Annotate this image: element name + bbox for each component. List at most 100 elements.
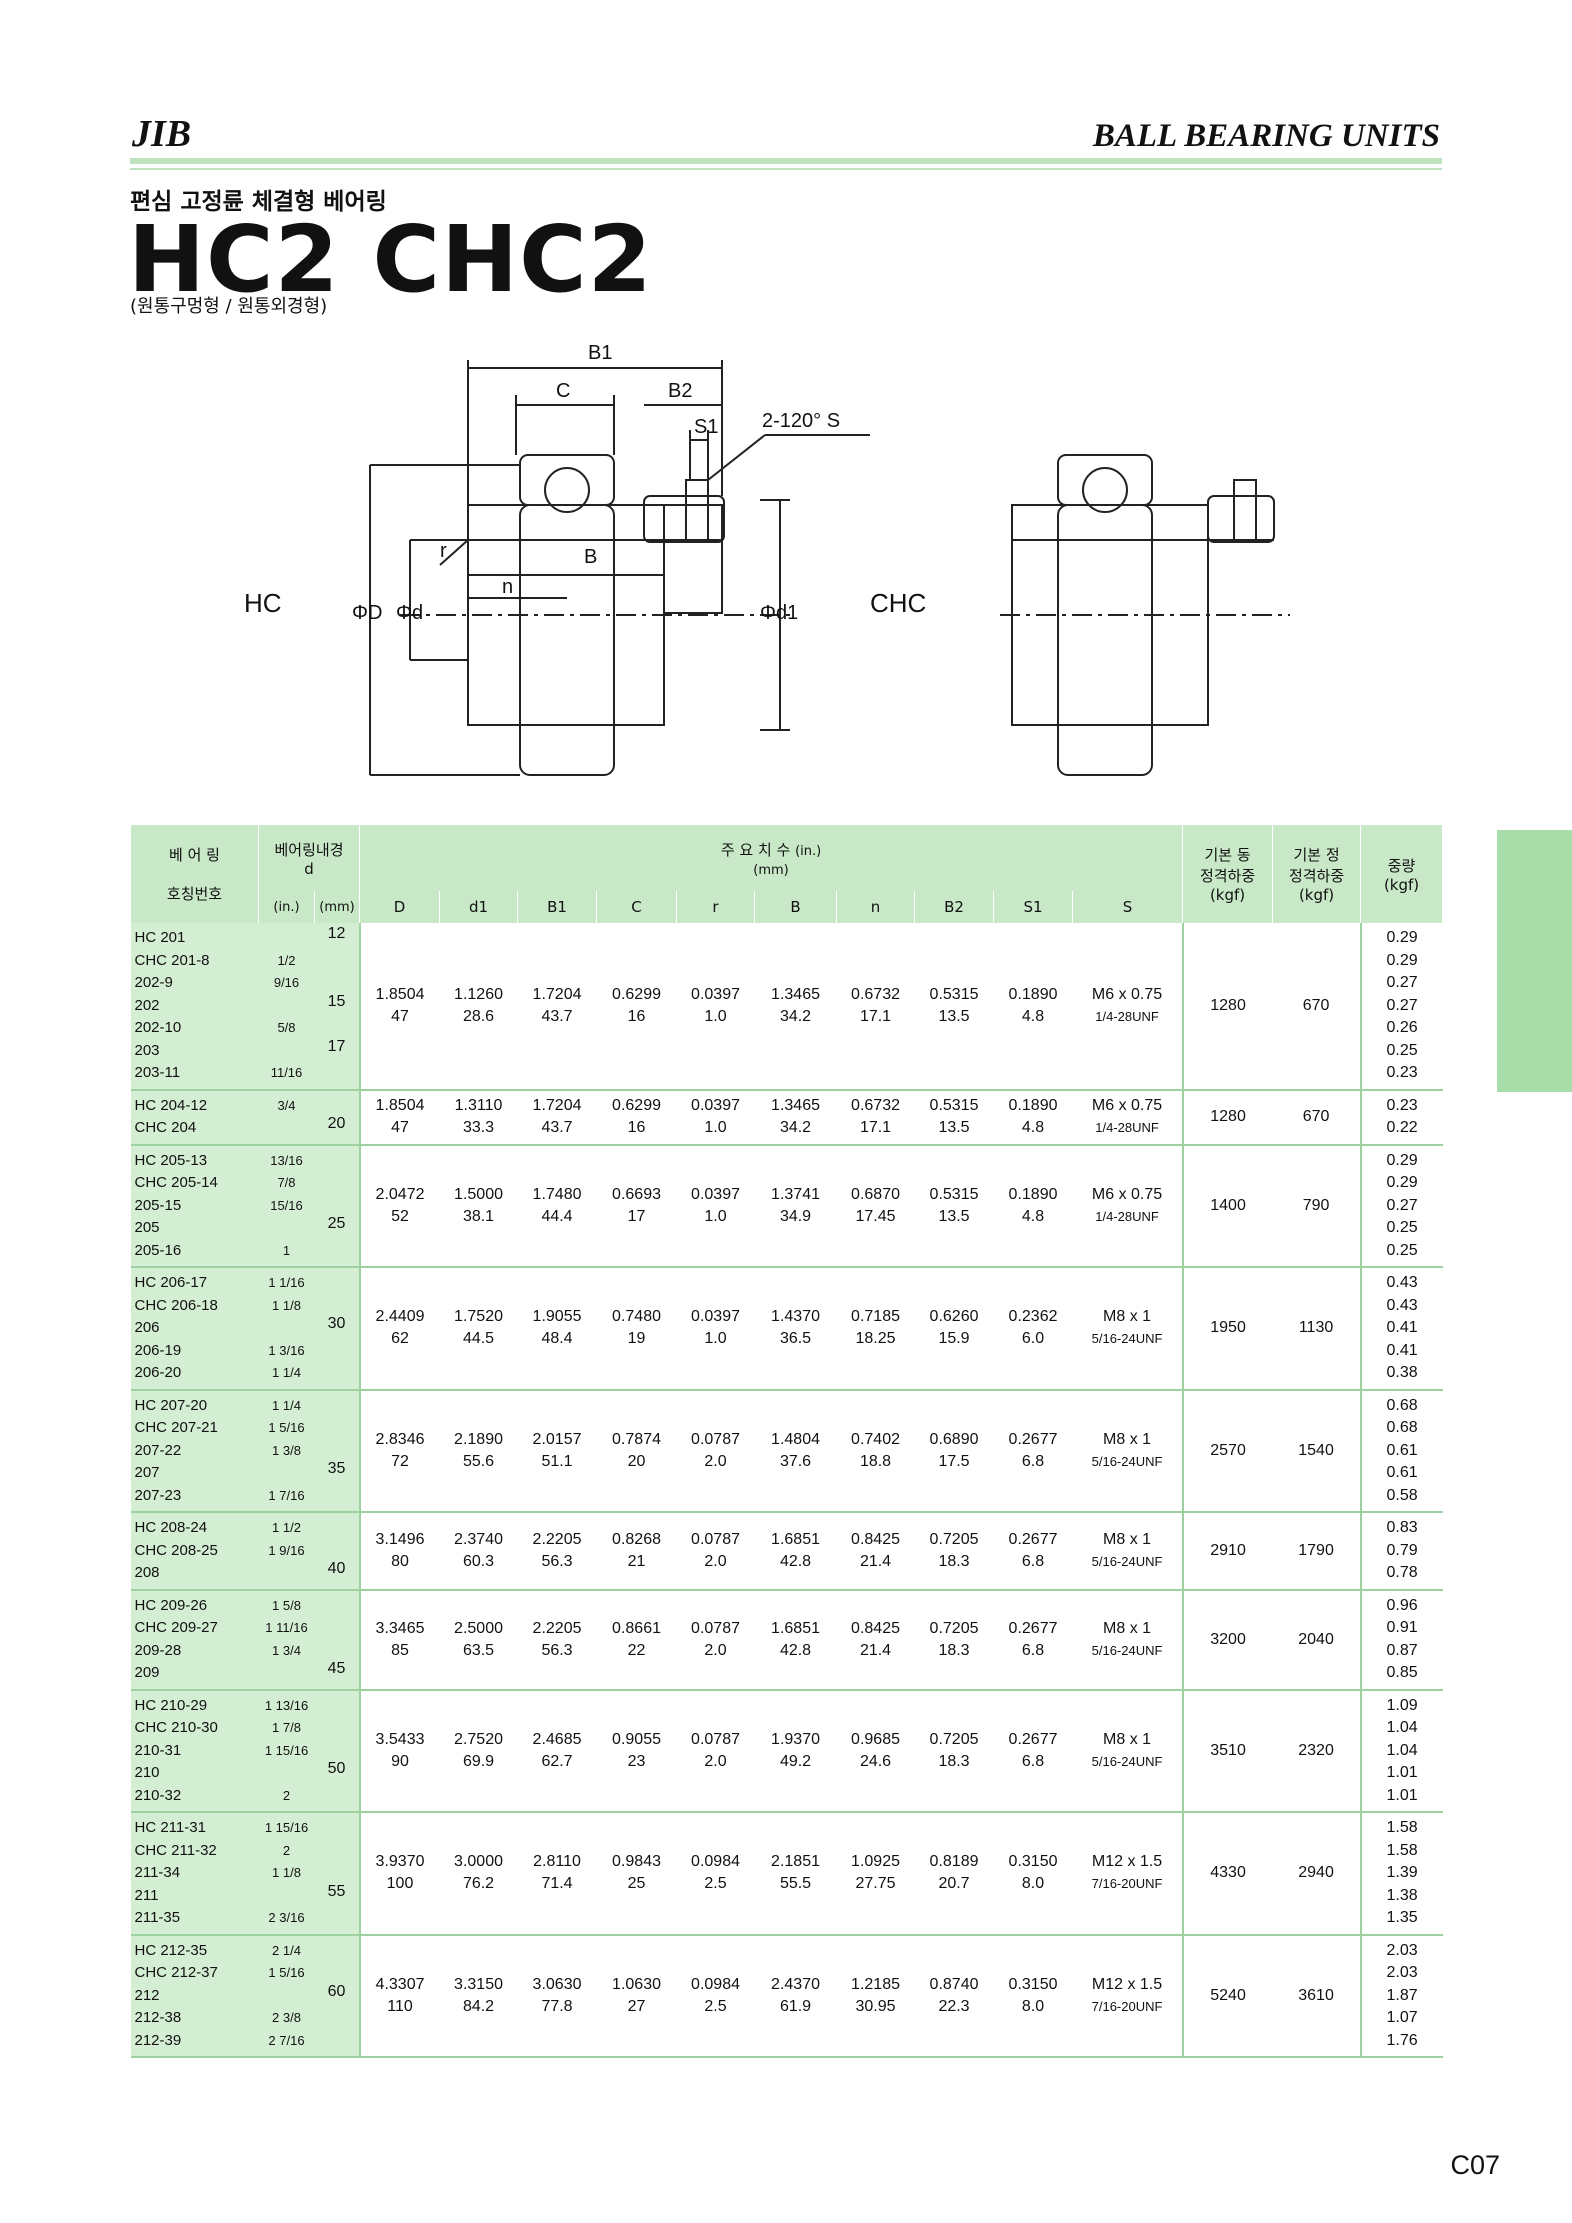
dim-s1: S1 [694, 416, 719, 438]
cell-static-load: 1790 [1272, 1512, 1361, 1591]
hdr-main-dims: 주 요 치 수 (in.) (mm) [359, 825, 1184, 891]
product-category-title: 편심 고정륜 체결형 베어링 [130, 189, 387, 215]
cell-bore-mm: 35 [314, 1389, 360, 1513]
cell-static-load: 670 [1272, 1089, 1361, 1146]
header-rule [130, 158, 1442, 164]
hdr-col-s: S [1072, 891, 1184, 923]
hdr-col-c: C [596, 891, 678, 923]
cell-static-load: 3610 [1272, 1934, 1361, 2058]
hdr-col-d: D [359, 891, 441, 923]
dim-outer-d: ΦD [352, 602, 383, 624]
drawing-label-hc: HC [244, 588, 282, 618]
hdr-inch: (in.) [258, 891, 315, 923]
dim-r: r [440, 540, 447, 562]
hdr-col-b: B [754, 891, 838, 923]
cell-dynamic-load: 1400 [1181, 1144, 1273, 1268]
cell-dynamic-load: 4330 [1181, 1812, 1273, 1936]
cell-dynamic-load: 1280 [1181, 1089, 1273, 1146]
hdr-dynamic-load: 기본 동 정격하중 (kgf) [1182, 825, 1274, 923]
side-tab [1497, 830, 1572, 1092]
dim-d1: Φd1 [760, 602, 799, 624]
brand-logo: JIB [132, 113, 192, 155]
cell-bore-mm: 25 [314, 1144, 360, 1268]
cell-bore-mm: 60 [314, 1934, 360, 2058]
cell-dynamic-load: 3200 [1181, 1589, 1273, 1691]
hdr-mm: (mm) [313, 891, 361, 923]
cell-bore-mm: 50 [314, 1689, 360, 1813]
cell-dynamic-load: 2570 [1181, 1389, 1273, 1513]
cell-dynamic-load: 1280 [1181, 923, 1273, 1091]
hdr-col-n: n [836, 891, 916, 923]
cell-bore-mm: 55 [314, 1812, 360, 1936]
cell-static-load: 670 [1272, 923, 1361, 1091]
